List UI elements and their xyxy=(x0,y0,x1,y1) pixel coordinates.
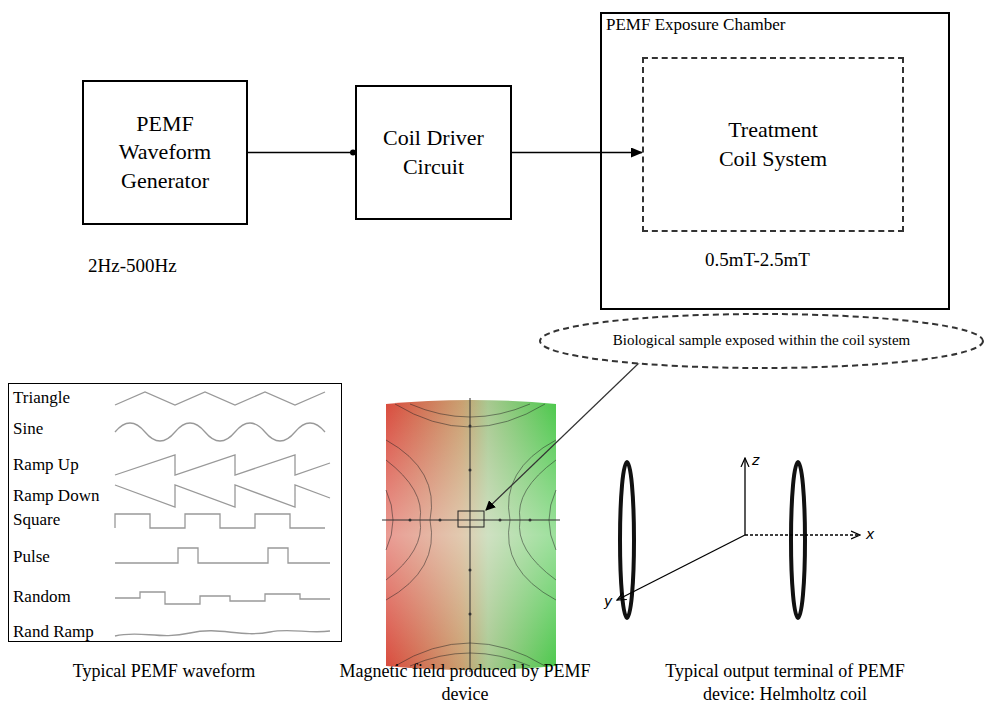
waveform-name: Ramp Down xyxy=(13,487,99,506)
waveform-name: Square xyxy=(13,511,60,530)
process-box: Coil Driver Circuit xyxy=(355,85,512,220)
node-text: 0.5mT-2.5mT xyxy=(705,250,810,271)
leader-line xyxy=(486,362,640,510)
waveform-panel: TriangleSineRamp Up Ramp DownSquarePulseR… xyxy=(8,383,342,642)
frequency-label: 2Hz-500Hz xyxy=(88,255,177,277)
connector-line xyxy=(512,152,642,154)
process-box: Treatment Coil System xyxy=(642,57,904,232)
node-text: PEMF Waveform Generator xyxy=(109,110,221,196)
waveform-name: Sine xyxy=(13,420,43,439)
waveform-name: Triangle xyxy=(13,389,70,408)
process-box: PEMF Waveform Generator xyxy=(82,80,248,225)
waveform-name: Rand Ramp xyxy=(13,623,94,642)
caption-text: Typical output terminal of PEMF device: … xyxy=(640,660,930,705)
axis-label: y xyxy=(604,593,612,609)
callout-ellipse: Biological sample exposed within the coi… xyxy=(538,312,985,370)
waveform-traces xyxy=(115,392,330,636)
helmholtz-coil xyxy=(617,458,860,618)
node-text: Biological sample exposed within the coi… xyxy=(613,331,910,351)
field-plot xyxy=(382,398,560,672)
axis-label: x xyxy=(866,526,874,542)
caption-text: Magnetic field produced by PEMF device xyxy=(330,660,600,705)
axis-label: z xyxy=(752,452,759,468)
waveform-name: Ramp Up xyxy=(13,456,79,475)
node-text: Treatment Coil System xyxy=(708,116,838,173)
node-text: Coil Driver Circuit xyxy=(371,124,496,181)
caption-text: Typical PEMF waveform xyxy=(14,660,314,683)
connector-line xyxy=(248,152,355,154)
node-text: PEMF Exposure Chamber xyxy=(606,16,785,35)
process-box: PEMF Exposure Chamber 0.5mT-2.5mT Treatmen… xyxy=(600,12,950,310)
waveform-name: Pulse xyxy=(13,548,50,567)
waveform-name: Random xyxy=(13,588,71,607)
